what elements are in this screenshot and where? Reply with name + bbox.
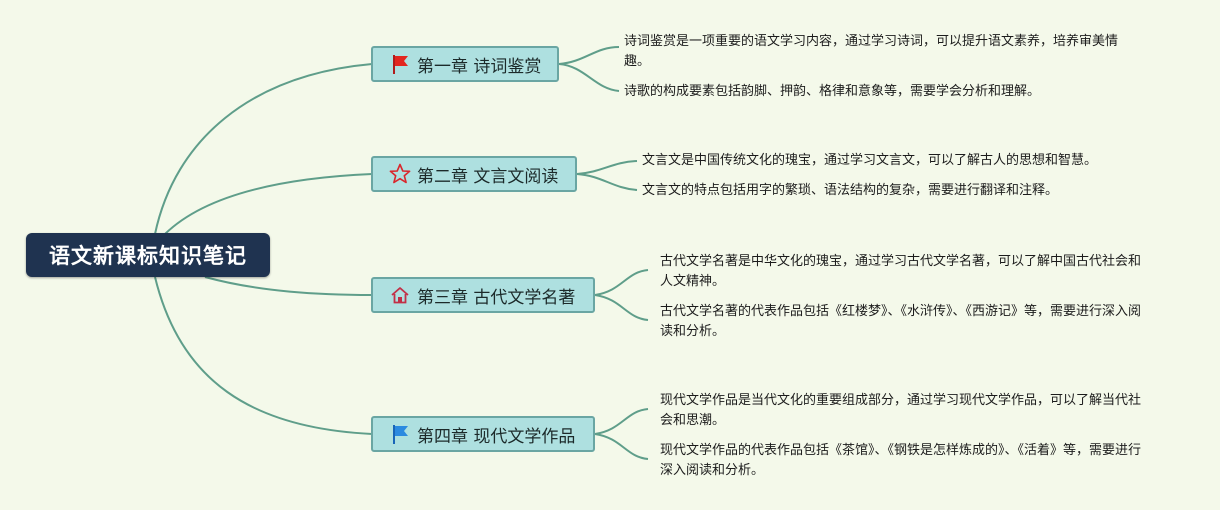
note-4-2: 现代文学作品的代表作品包括《茶馆》、《钢铁是怎样炼成的》、《活着》等，需要进行深… bbox=[660, 443, 1142, 478]
chapter-label-1: 第一章 诗词鉴赏 bbox=[417, 56, 542, 77]
connector-ch4-note2 bbox=[594, 433, 649, 460]
connector-ch3-note2 bbox=[594, 294, 649, 321]
note-3-2: 古代文学名著的代表作品包括《红楼梦》、《水浒传》、《西游记》等，需要进行深入阅读… bbox=[660, 304, 1142, 339]
chapter-label-4: 第四章 现代文学作品 bbox=[417, 426, 576, 447]
chapter-node-1[interactable]: 第一章 诗词鉴赏 bbox=[371, 46, 559, 82]
connector-ch3-note1 bbox=[594, 269, 649, 296]
home-icon bbox=[389, 284, 411, 306]
chapter-node-3[interactable]: 第三章 古代文学名著 bbox=[371, 277, 595, 313]
connector-root-ch2 bbox=[164, 173, 373, 235]
note-2-1: 文言文是中国传统文化的瑰宝，通过学习文言文，可以了解古人的思想和智慧。 bbox=[642, 153, 1098, 168]
note-2-2: 文言文的特点包括用字的繁琐、语法结构的复杂，需要进行翻译和注释。 bbox=[642, 183, 1059, 198]
connector-ch2-note2 bbox=[576, 173, 638, 191]
note-4-1: 现代文学作品是当代文化的重要组成部分，通过学习现代文学作品，可以了解当代社会和思… bbox=[660, 393, 1142, 428]
note-1-1: 诗词鉴赏是一项重要的语文学习内容，通过学习诗词，可以提升语文素养，培养审美情趣。 bbox=[624, 34, 1119, 69]
blue-flag-icon bbox=[389, 423, 411, 445]
connector-ch1-note1 bbox=[558, 46, 620, 65]
note-3-1: 古代文学名著是中华文化的瑰宝，通过学习古代文学名著，可以了解中国古代社会和人文精… bbox=[660, 254, 1142, 289]
star-outline-icon bbox=[389, 163, 411, 185]
connector-ch1-note2 bbox=[558, 63, 620, 92]
chapter-label-3: 第三章 古代文学名著 bbox=[417, 287, 576, 308]
connector-ch4-note1 bbox=[594, 408, 649, 435]
connector-root-ch3 bbox=[204, 276, 373, 296]
root-title: 语文新课标知识笔记 bbox=[49, 244, 247, 268]
chapter-label-2: 第二章 文言文阅读 bbox=[417, 166, 559, 187]
chapter-node-4[interactable]: 第四章 现代文学作品 bbox=[371, 416, 595, 452]
connector-root-ch4 bbox=[154, 276, 373, 435]
chapter-node-2[interactable]: 第二章 文言文阅读 bbox=[371, 156, 577, 192]
red-flag-icon bbox=[389, 53, 411, 75]
connector-root-ch1 bbox=[154, 63, 373, 235]
connector-ch2-note1 bbox=[576, 160, 638, 175]
note-1-2: 诗歌的构成要素包括韵脚、押韵、格律和意象等，需要学会分析和理解。 bbox=[624, 84, 1041, 99]
root-node[interactable]: 语文新课标知识笔记 bbox=[26, 233, 270, 277]
